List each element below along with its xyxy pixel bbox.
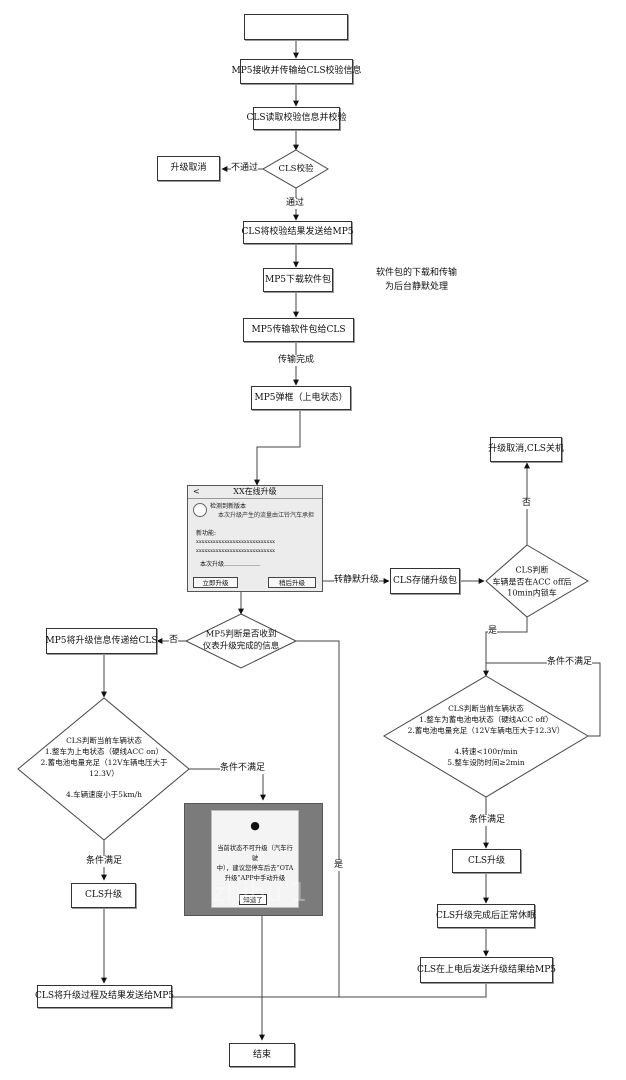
this-upgrade-text: 本次升级……………… [200,561,261,568]
decision-line: 2.蓄电池电量充足（12V车辆电压大于12.3V） [407,725,565,735]
cannot-upgrade-popup: ● 当前状态不可升级（汽车行驶 中），建议您停车后去“OTA 升级”APP中手动… [211,810,299,908]
feature-line: xxxxxxxxxxxxxxxxxxxxxxxxxxxx [196,548,275,554]
edge-label-no-right: 否 [522,498,532,509]
edge [486,662,601,737]
decision-line [40,779,167,789]
upgrade-now-button[interactable]: 立即升级 [193,577,238,588]
node-mp5-popup: MP5弹框（上电状态） [251,386,351,410]
node-cls-report: CLS在上电后发送升级结果给MP5 [417,957,556,983]
feature-line: xxxxxxxxxxxxxxxxxxxxxxxxxxxx [196,539,275,545]
decision-cls-state-left [17,697,190,841]
features-label: 新功能: [196,530,217,537]
node-end: 结束 [229,1043,295,1067]
decision-line: 4.车辆速度小于5km/h [66,789,142,799]
node-cancel-2: 升级取消,CLS关机 [488,437,564,462]
edge [483,617,528,677]
edge-label-pass: 通过 [286,198,305,209]
edge-label-cond-not-met-right: 条件不满足 [547,657,593,668]
node-mp5-transfer: MP5传输软件包给CLS [243,318,354,342]
node-cls-sleep: CLS升级完成后正常休眠 [436,904,536,928]
decision-cls-state-right [383,675,589,798]
edge [172,640,340,998]
edge-label-cond-met-left: 条件满足 [86,856,123,867]
note-silent-download: 软件包的下载和传输 为后台静默处理 [376,266,457,295]
popup-message: 当前状态不可升级（汽车行驶 中），建议您停车后去“OTA 升级”APP中手动升级 [215,844,295,884]
lightbulb-icon: ● [250,819,260,832]
start-node [244,14,348,40]
decision-line: 12.3V） [89,768,119,778]
update-icon [193,503,207,517]
node-cls-store: CLS存储升级包 [390,568,460,594]
edge-label-to-silent: 转静默升级 [334,575,380,586]
node-mp5-receive: MP5接收并传输给CLS校验信息 [231,59,362,84]
note-line: 软件包的下载和传输 [376,268,458,278]
decision-line: CLS判断 [515,565,549,575]
edge-label-yes-long: 是 [334,860,344,871]
decision-line: 仪表升级完成的信息 [202,642,280,652]
node-cancel-1: 升级取消 [157,156,220,181]
popup-line: 当前状态不可升级（汽车行驶 [217,845,293,863]
note-line: 为后台静默处理 [385,282,449,293]
decision-cls-check-text: CLS校验 [278,163,314,174]
popup-line: 升级”APP中手动升级 [224,875,286,883]
screen-title: XX在线升级 [188,486,322,499]
decision-line: CLS判断当前车辆状态 [66,735,142,745]
node-mp5-pass-info: MP5将升级信息传递给CLS [45,628,158,654]
upgrade-later-button[interactable]: 稍后升级 [268,577,316,588]
traffic-note: 本次升级产生的流量由江铃汽车承担 [218,512,315,519]
edge [339,983,487,998]
decision-line: 1.整车为蓄电池电状态（硬线ACC off） [419,714,553,724]
decision-line [408,736,565,746]
node-cls-read: CLS读取校验信息并校验 [246,107,347,130]
edge-label-no-left: 否 [169,635,179,646]
decision-line: MP5判断是否收到 [205,629,277,640]
node-cls-send-process: CLS将升级过程及结果发送给MP5 [35,985,174,1008]
detected-text: 检测到新版本 [210,503,247,510]
decision-cls-lock-text: CLS判断 车辆是否在ACC off后 10min内锁车 [492,565,571,600]
edge-label-fail: 不通过 [231,163,259,174]
edge-label-cond-not-met-left: 条件不满足 [220,763,266,774]
ok-button[interactable]: 知道了 [239,894,267,905]
decision-line: 4.转速<100r/min [454,746,518,756]
node-cls-send-result: CLS将校验结果发送给MP5 [241,221,354,244]
watermark: zhihu 1 [212,878,308,908]
decision-cls-state-right-text: CLS判断当前车辆状态 1.整车为蓄电池电状态（硬线ACC off） 2.蓄电池… [408,704,565,768]
upgrade-screen-mockup: XX在线升级 < 检测到新版本 本次升级产生的流量由江铃汽车承担 新功能: xx… [187,485,323,592]
back-icon[interactable]: < [193,487,200,496]
node-cls-upgrade-left: CLS升级 [71,883,136,908]
decision-line: 2.蓄电池电量充足（12V车辆电压大于 [40,757,168,767]
edge [254,410,301,486]
node-cls-upgrade-right: CLS升级 [452,849,521,873]
node-mp5-download: MP5下载软件包 [263,268,333,292]
edge-label-transfer-done: 传输完成 [278,355,315,366]
decision-line: 10min内锁车 [507,588,557,598]
decision-line: 5.整车设防时间≥2min [447,757,525,767]
decision-cls-check [261,149,329,189]
decision-cls-lock [485,544,589,618]
decision-cls-state-left-text: CLS判断当前车辆状态 1.整车为上电状态（硬线ACC on） 2.蓄电池电量充… [40,736,167,800]
decision-line: 1.整车为上电状态（硬线ACC on） [44,746,164,756]
decision-line: 车辆是否在ACC off后 [492,577,572,587]
decision-line: CLS判断当前车辆状态 [448,703,524,713]
edge-label-cond-met-right: 条件满足 [469,815,506,826]
decision-mp5-judge [184,613,298,669]
edge-label-yes-right: 是 [488,626,498,637]
popup-line: 中），建议您停车后去“OTA [216,865,294,873]
decision-mp5-judge-text: MP5判断是否收到 仪表升级完成的信息 [203,629,280,654]
